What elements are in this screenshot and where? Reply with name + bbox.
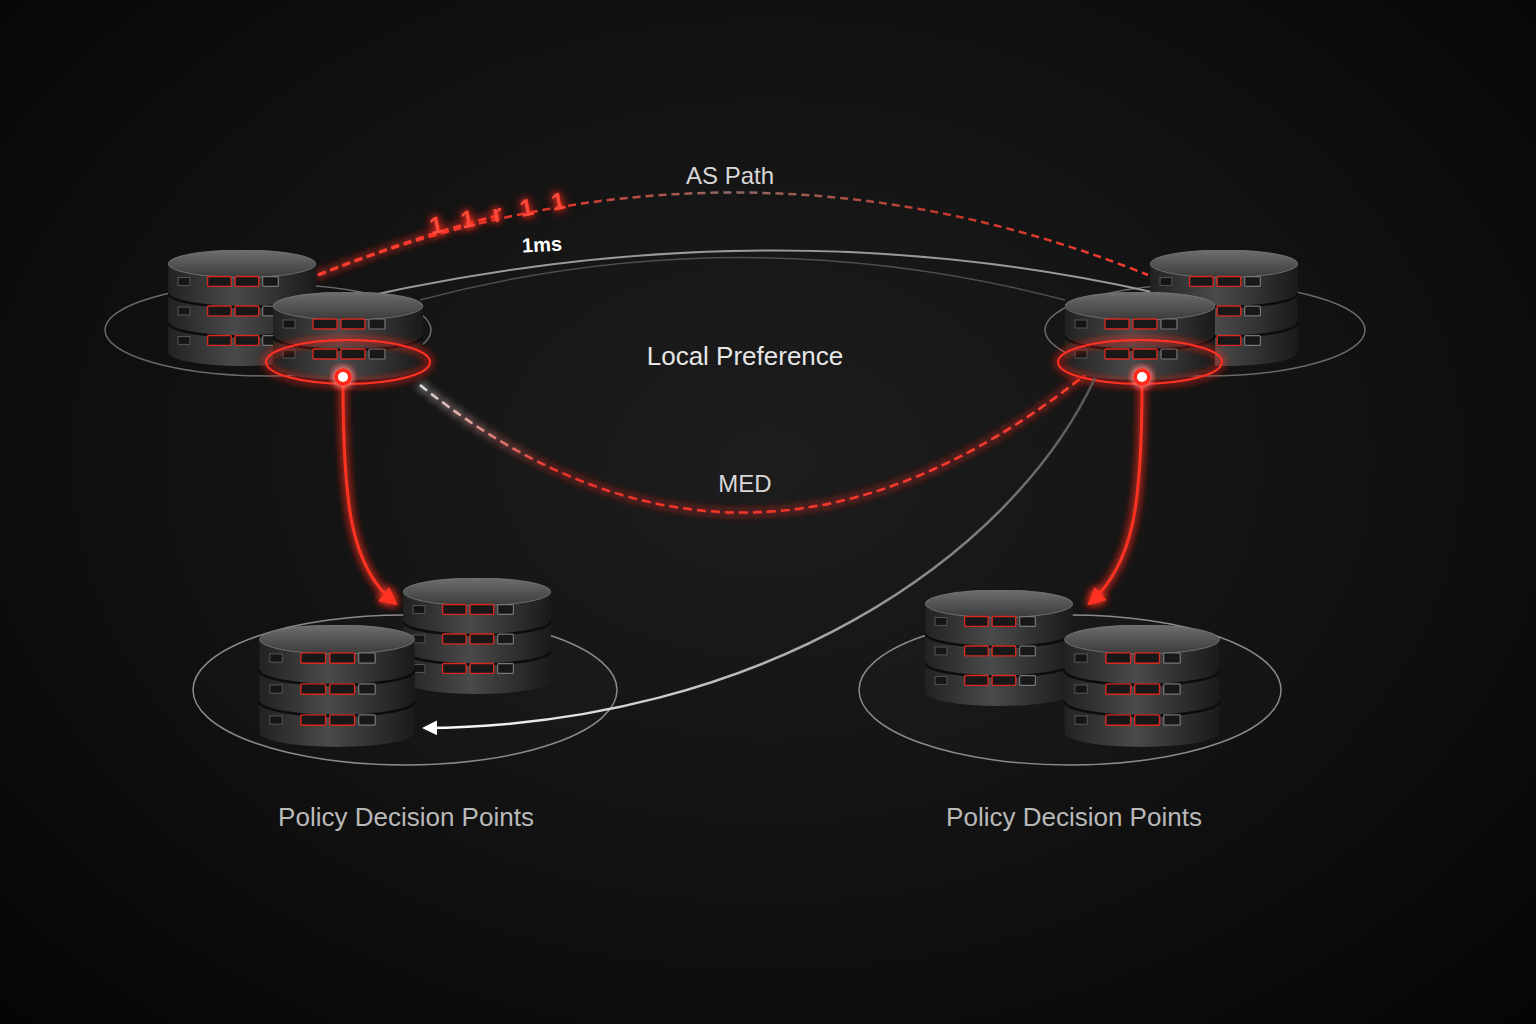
- link-label: Local Preference: [647, 341, 844, 372]
- policy-cluster: Policy Decision Points: [190, 600, 622, 836]
- cluster-caption: Policy Decision Points: [190, 802, 622, 833]
- link-label: MED: [718, 470, 771, 498]
- as-path-glow: [318, 215, 500, 275]
- origin-dot: [1135, 370, 1149, 384]
- med-arc: [420, 375, 1085, 513]
- cluster-outline: [190, 600, 622, 836]
- selection-ring: [1058, 340, 1222, 384]
- policy-arrow: [343, 382, 395, 603]
- server-stack: [273, 292, 423, 380]
- cluster-ring: [105, 284, 431, 376]
- server-stack: [168, 250, 316, 366]
- local-preference-line: [425, 355, 615, 358]
- server-stack: [1150, 250, 1298, 366]
- origin-dot: [336, 370, 350, 384]
- cluster-caption: Policy Decision Points: [858, 802, 1290, 833]
- policy-arrow: [1090, 382, 1142, 603]
- latency-arc: [300, 251, 1152, 312]
- server-stack: [1065, 292, 1215, 380]
- latency-value: 1ms: [521, 232, 562, 257]
- as-path-arc: [318, 193, 1148, 276]
- link-label: AS Path: [686, 162, 774, 190]
- cluster-ring: [1045, 284, 1365, 376]
- cluster-ring: [193, 615, 617, 765]
- cluster-ring: [859, 615, 1281, 765]
- path-digits: 1 1 r 1 1: [427, 186, 573, 241]
- policy-cluster: Policy Decision Points: [858, 600, 1290, 836]
- selection-ring: [266, 340, 430, 384]
- cluster-outline: [858, 600, 1290, 836]
- faint-arc: [420, 258, 1065, 301]
- local-preference-line: [875, 355, 1060, 358]
